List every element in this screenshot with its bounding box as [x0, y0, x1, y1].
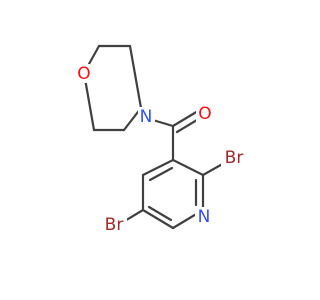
- atom-o-ring: O: [76, 64, 93, 84]
- atom-n-pyridine-label: N: [198, 207, 211, 227]
- bond-c3-c2: [171, 158, 205, 177]
- bond-c6-c5-2: [147, 205, 173, 222]
- atom-br-2-label: Br: [225, 148, 244, 168]
- bond-carbonyl-o-1: [171, 109, 200, 128]
- atom-n-morpholine-label: N: [140, 107, 153, 127]
- molecule-structure: O N O N Br Br: [76, 44, 247, 235]
- atom-br-2: Br: [221, 148, 247, 168]
- bond-c6-c5-1: [141, 208, 175, 230]
- atom-n-pyridine: N: [195, 207, 212, 227]
- atom-br-5: Br: [101, 215, 127, 235]
- bond-c4-c3-2: [148, 166, 174, 182]
- bond-c4-c3-1: [141, 158, 175, 177]
- atom-o-carbonyl: O: [196, 104, 213, 124]
- morpholine-ring: [82, 44, 143, 132]
- atom-o-carbonyl-label: O: [198, 104, 211, 124]
- bond-c2-n: [128, 44, 143, 110]
- atom-o-ring-label: O: [77, 64, 90, 84]
- atom-n-morpholine: N: [138, 107, 155, 127]
- atom-br-5-label: Br: [105, 215, 124, 235]
- pyridine-ring: [121, 158, 228, 230]
